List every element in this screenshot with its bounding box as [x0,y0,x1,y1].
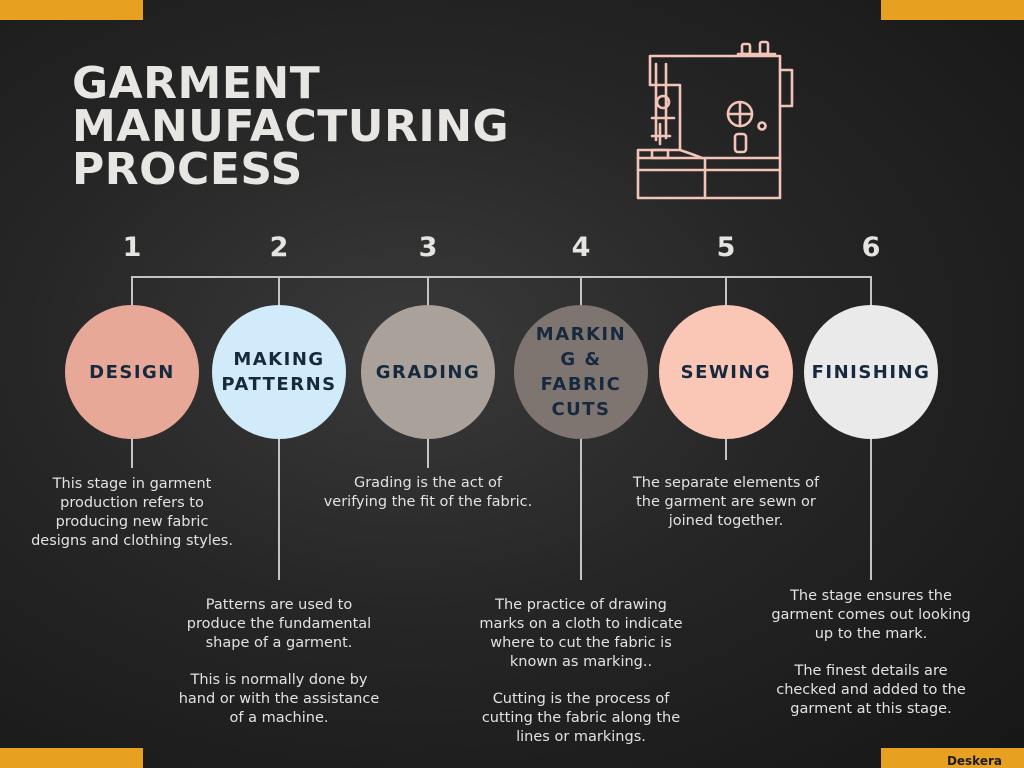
timeline-line [132,276,872,278]
title-line: MANUFACTURING [72,101,510,152]
step-circle: GRADING [361,305,495,439]
description-paragraph: Grading is the act of verifying the fit … [323,475,533,510]
step-circle: SEWING [659,305,793,439]
corner-accent-bottom-left [0,748,143,768]
page-title: GARMENT MANUFACTURING PROCESS [72,58,510,195]
corner-accent-top-right [881,0,1024,20]
step-label: MARKING & FABRIC CUTS [535,324,627,420]
step-label: DESIGN [89,361,175,383]
step-description: Patterns are used to produce the fundame… [174,596,384,746]
corner-accent-bottom-right [881,748,1024,768]
step-circle: DESIGN [65,305,199,439]
title-line: GARMENT [72,58,321,109]
step-description: The practice of drawing marks on a cloth… [476,596,686,765]
description-paragraph: The separate elements of the garment are… [632,475,820,529]
description-paragraph: This is normally done by hand or with th… [178,672,380,726]
step-circle: MAKING PATTERNS [212,305,346,439]
step-number: 1 [122,232,142,263]
step-number: 2 [269,232,289,263]
step-label: FINISHING [811,361,931,383]
description-paragraph: The practice of drawing marks on a cloth… [479,597,683,670]
step-description: The separate elements of the garment are… [621,474,831,549]
step-label: GRADING [375,361,481,383]
sewing-machine-icon [636,40,794,200]
description-paragraph: Cutting is the process of cutting the fa… [481,691,681,745]
step-number: 3 [418,232,438,263]
step-number: 4 [571,232,591,263]
step-description: Grading is the act of verifying the fit … [323,474,533,530]
step-label: MAKING PATTERNS [221,349,337,395]
step-circle: FINISHING [804,305,938,439]
step-description: The stage ensures the garment comes out … [766,587,976,737]
description-paragraph: This stage in garment production refers … [31,476,233,549]
description-paragraph: Patterns are used to produce the fundame… [186,597,372,651]
description-paragraph: The finest details are checked and added… [776,663,966,717]
corner-accent-top-left [0,0,143,20]
brand-logo: Deskera [946,754,1002,768]
title-line: PROCESS [72,144,303,195]
step-description: This stage in garment production refers … [27,475,237,569]
step-number: 6 [861,232,881,263]
step-label: SEWING [680,361,772,383]
description-paragraph: The stage ensures the garment comes out … [771,588,971,642]
step-number: 5 [716,232,736,263]
step-circle: MARKING & FABRIC CUTS [514,305,648,439]
